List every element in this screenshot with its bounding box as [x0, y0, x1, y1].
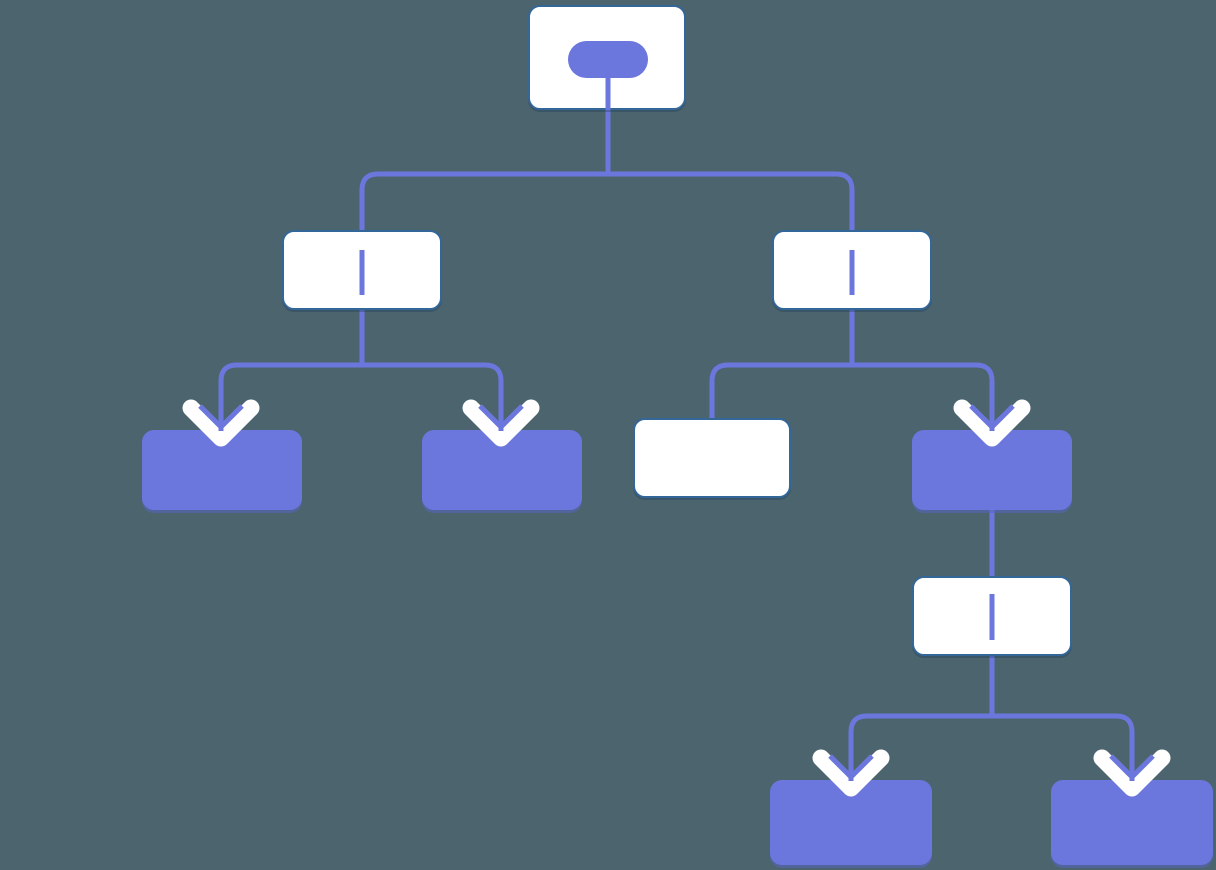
node-n9-leaf-selected[interactable] [1051, 780, 1213, 865]
node-n1-branch[interactable] [282, 230, 442, 310]
node-n6-leaf-selected[interactable] [912, 430, 1072, 510]
node-n2-branch[interactable] [772, 230, 932, 310]
root-node-pill-marker [568, 41, 648, 78]
node-n8-leaf-selected[interactable] [770, 780, 932, 865]
node-n4-leaf-selected[interactable] [422, 430, 582, 510]
node-n7-branch[interactable] [912, 576, 1072, 656]
node-n5-leaf[interactable] [633, 418, 791, 498]
node-n3-leaf-selected[interactable] [142, 430, 302, 510]
